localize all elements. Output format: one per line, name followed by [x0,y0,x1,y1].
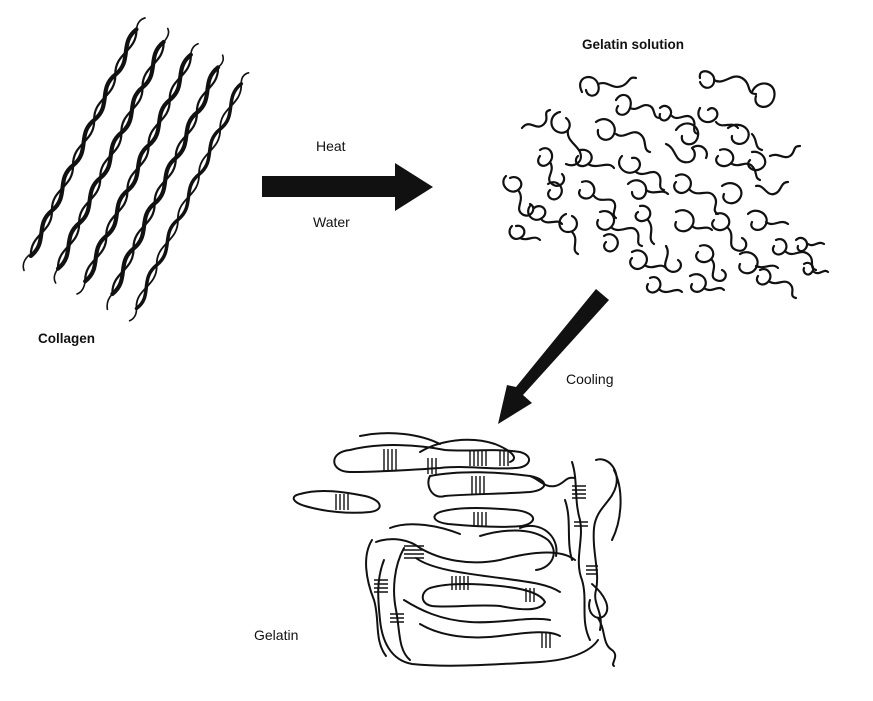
water-label: Water [313,214,350,230]
gelatin-solution-coils-illustration [502,70,830,300]
cooling-arrow [498,289,609,424]
gelatin-label: Gelatin [254,627,299,643]
gelatin-junction-zones [335,449,598,648]
gelatin-solution-label: Gelatin solution [582,37,685,52]
gelatin-network-illustration [292,432,622,667]
heat-label: Heat [316,138,346,154]
cooling-label: Cooling [566,371,614,387]
heat-water-arrow [262,163,433,211]
collagen-label: Collagen [38,331,96,346]
collagen-fibril-illustration [22,17,250,322]
